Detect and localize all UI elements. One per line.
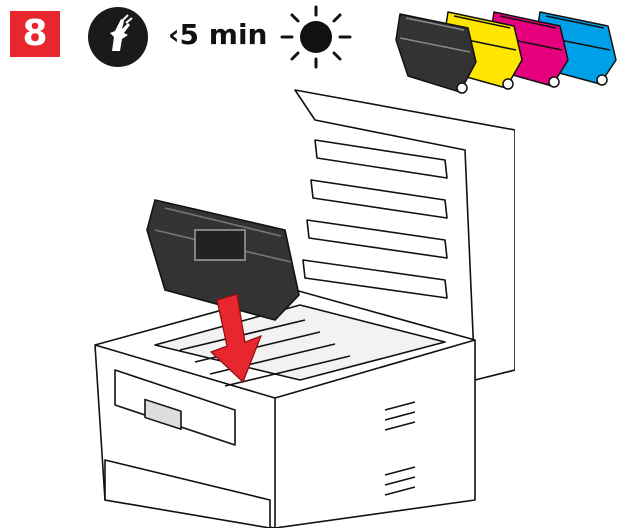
image-drums-illustration	[395, 11, 617, 94]
time-estimate: ‹5 min	[168, 18, 268, 51]
image-printer-illustration	[94, 89, 515, 528]
step-number-badge: 8	[10, 11, 60, 57]
sun-icon	[280, 5, 352, 69]
hand-icon	[88, 7, 148, 67]
down-arrow-icon	[209, 293, 263, 384]
drum-black	[395, 13, 477, 94]
drum-being-inserted	[146, 199, 300, 321]
